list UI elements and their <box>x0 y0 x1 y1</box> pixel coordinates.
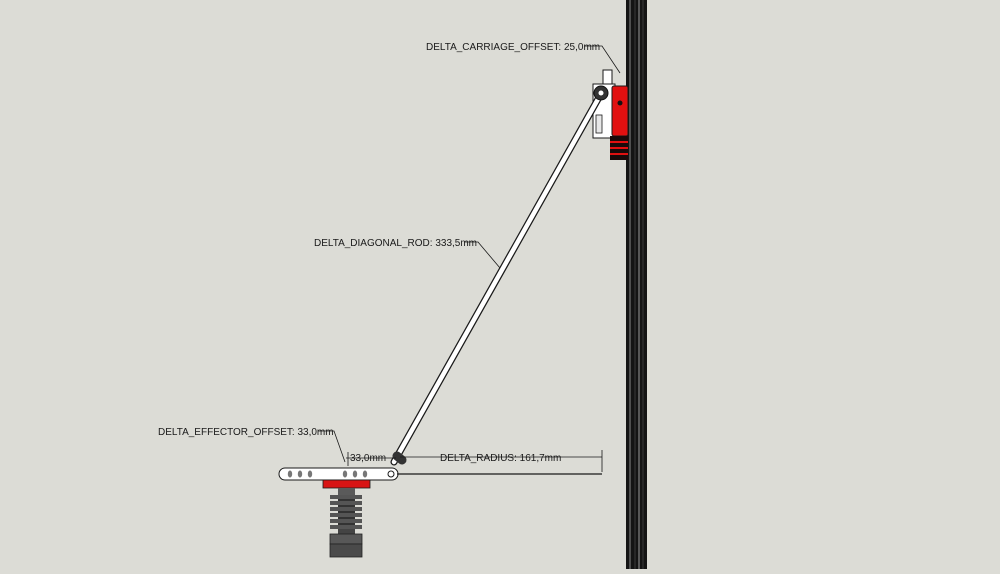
dimension-lines <box>318 45 621 475</box>
tower-rail <box>626 0 647 569</box>
carriage-red-block <box>611 85 629 137</box>
carriage-offset-label: DELTA_CARRIAGE_OFFSET: 25,0mm <box>426 42 600 53</box>
diagonal-rod-label: DELTA_DIAGONAL_ROD: 333,5mm <box>314 238 477 249</box>
diagonal-rod <box>390 85 609 466</box>
effector-offset-dimension-label: 33,0mm <box>350 453 386 464</box>
lower-rod-joint-icon <box>392 451 407 465</box>
effector-offset-label: DELTA_EFFECTOR_OFFSET: 33,0mm <box>158 427 334 438</box>
effector-plate <box>278 467 399 481</box>
carriage-screw-icon <box>617 100 623 106</box>
effector-red-part <box>322 479 371 489</box>
radius-label: DELTA_RADIUS: 161,7mm <box>440 453 561 464</box>
carriage <box>592 69 629 160</box>
hotend <box>322 479 371 558</box>
